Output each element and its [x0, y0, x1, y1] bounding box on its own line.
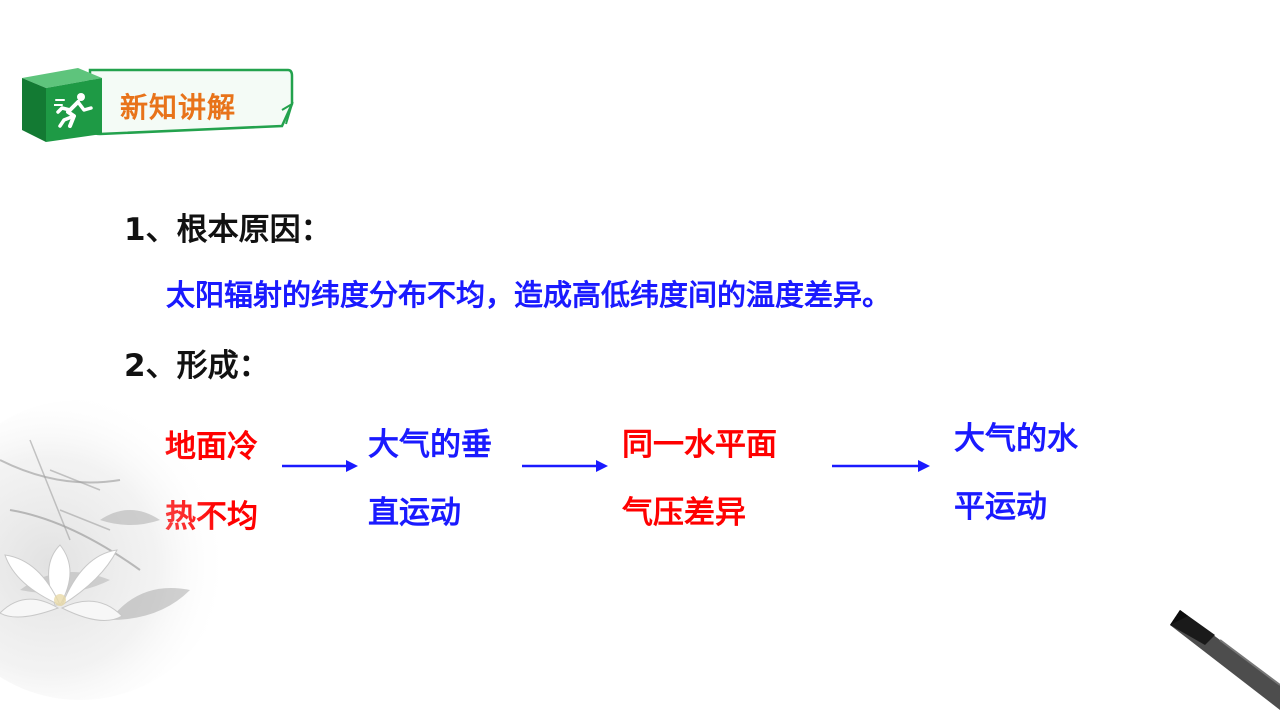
badge-frame: [22, 68, 294, 142]
flow-step4-line2: 平运动: [954, 489, 1047, 525]
running-man-icon: [54, 93, 93, 128]
point2-heading: 2、形成：: [124, 348, 270, 384]
ink-flower-decoration: [0, 400, 230, 700]
brush-decoration: [1170, 610, 1280, 710]
flow-step2-line1: 大气的垂: [368, 427, 492, 463]
section-title: 新知讲解: [120, 91, 237, 124]
point1-heading: 1、根本原因：: [124, 212, 332, 248]
flow-arrow-2: [522, 460, 608, 472]
flow-step3-line2: 气压差异: [622, 495, 746, 531]
point1-text: 太阳辐射的纬度分布不均，造成高低纬度间的温度差异。: [166, 278, 892, 312]
flow-step2-line2: 直运动: [368, 495, 461, 531]
flow-arrow-1: [282, 460, 358, 472]
flow-arrow-3: [832, 460, 930, 472]
flow-step3-line1: 同一水平面: [622, 427, 777, 463]
section-badge: [20, 64, 295, 144]
flow-step4-line1: 大气的水: [954, 421, 1078, 457]
